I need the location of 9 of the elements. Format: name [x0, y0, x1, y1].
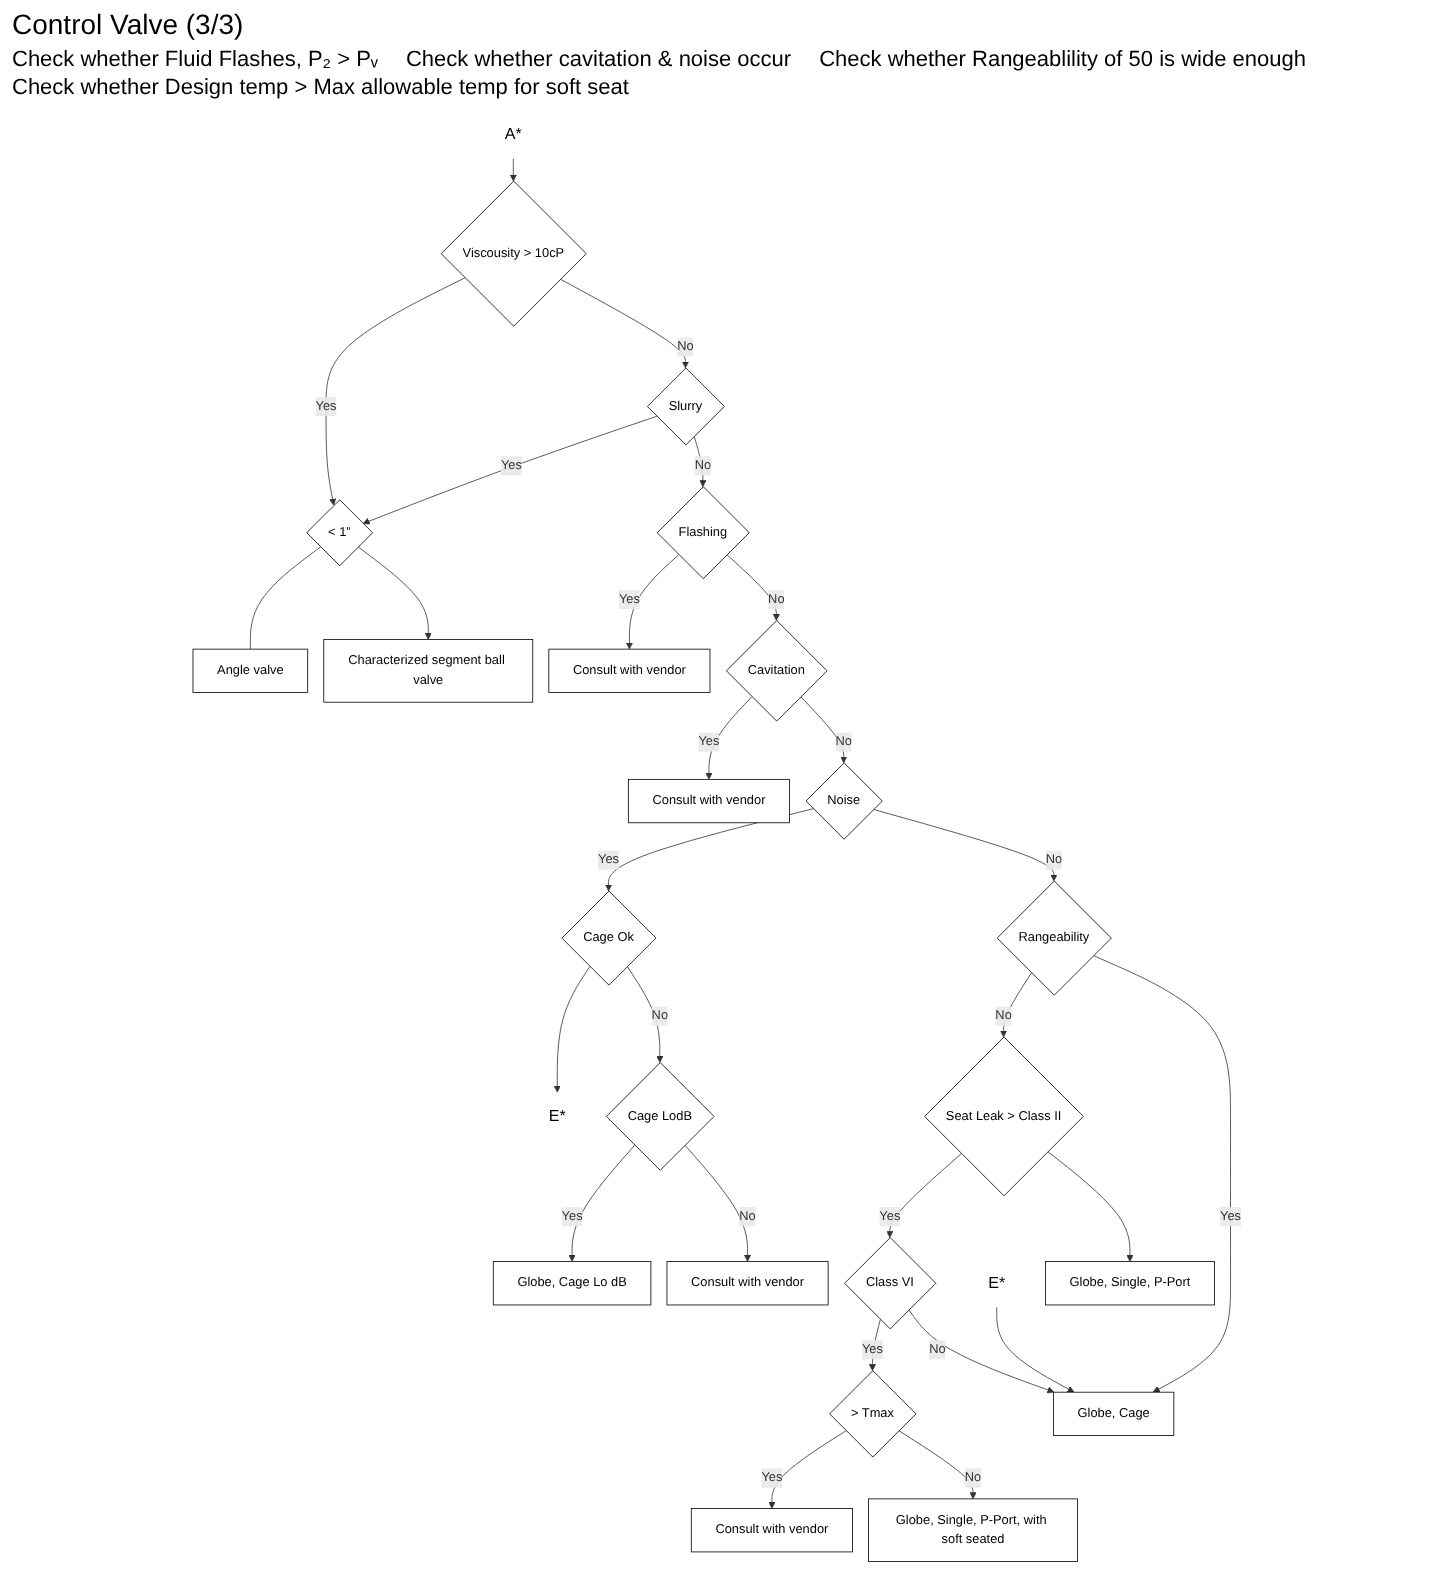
node-text: A*: [504, 125, 522, 144]
node-text: E*: [988, 1274, 1006, 1293]
note-text: Check whether Design temp > Max allowable temp for soft seat: [12, 76, 629, 100]
diagram-title: Control Valve (3/3): [12, 8, 246, 40]
note-text: Check whether Fluid Flashes, P₂ > Pᵥ: [12, 48, 378, 72]
note-text: Check whether Rangeablility of 50 is wide enough: [819, 48, 1306, 72]
note-text: Check whether cavitation & noise occur: [405, 48, 792, 72]
node-text: E*: [548, 1107, 566, 1126]
connector: [249, 546, 321, 650]
